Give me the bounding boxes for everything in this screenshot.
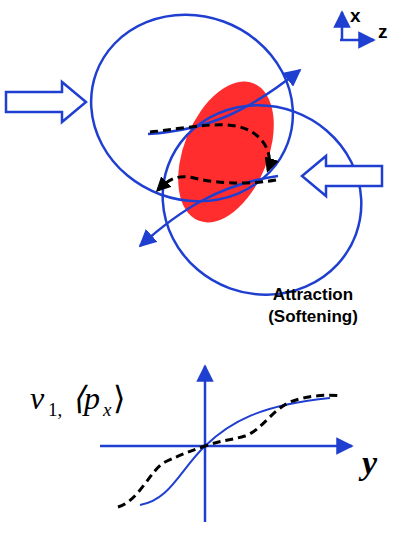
beam-arrow <box>302 156 382 196</box>
attraction-flow <box>158 177 276 190</box>
axis-label: ⟩ <box>113 382 125 414</box>
dashed-curve <box>118 395 342 507</box>
axis-subscript: x <box>103 400 111 419</box>
axis-label: y <box>362 446 377 480</box>
axis-label: ⟨p <box>72 382 100 414</box>
flow-arrow <box>148 70 300 134</box>
axis-label: v <box>30 382 44 414</box>
beam-arrow <box>6 82 86 122</box>
axis-label: x <box>350 6 361 25</box>
attraction-flow <box>150 125 269 170</box>
plot-axes <box>100 366 352 522</box>
solid-curve <box>140 398 330 505</box>
axis-label: z <box>378 22 388 41</box>
effect-label: Attraction (Softening) <box>248 284 378 328</box>
axis-subscript: 1, <box>48 400 62 419</box>
flow-arrow <box>140 176 278 246</box>
overlap-zone <box>159 68 292 237</box>
nucleus-left <box>65 0 320 229</box>
